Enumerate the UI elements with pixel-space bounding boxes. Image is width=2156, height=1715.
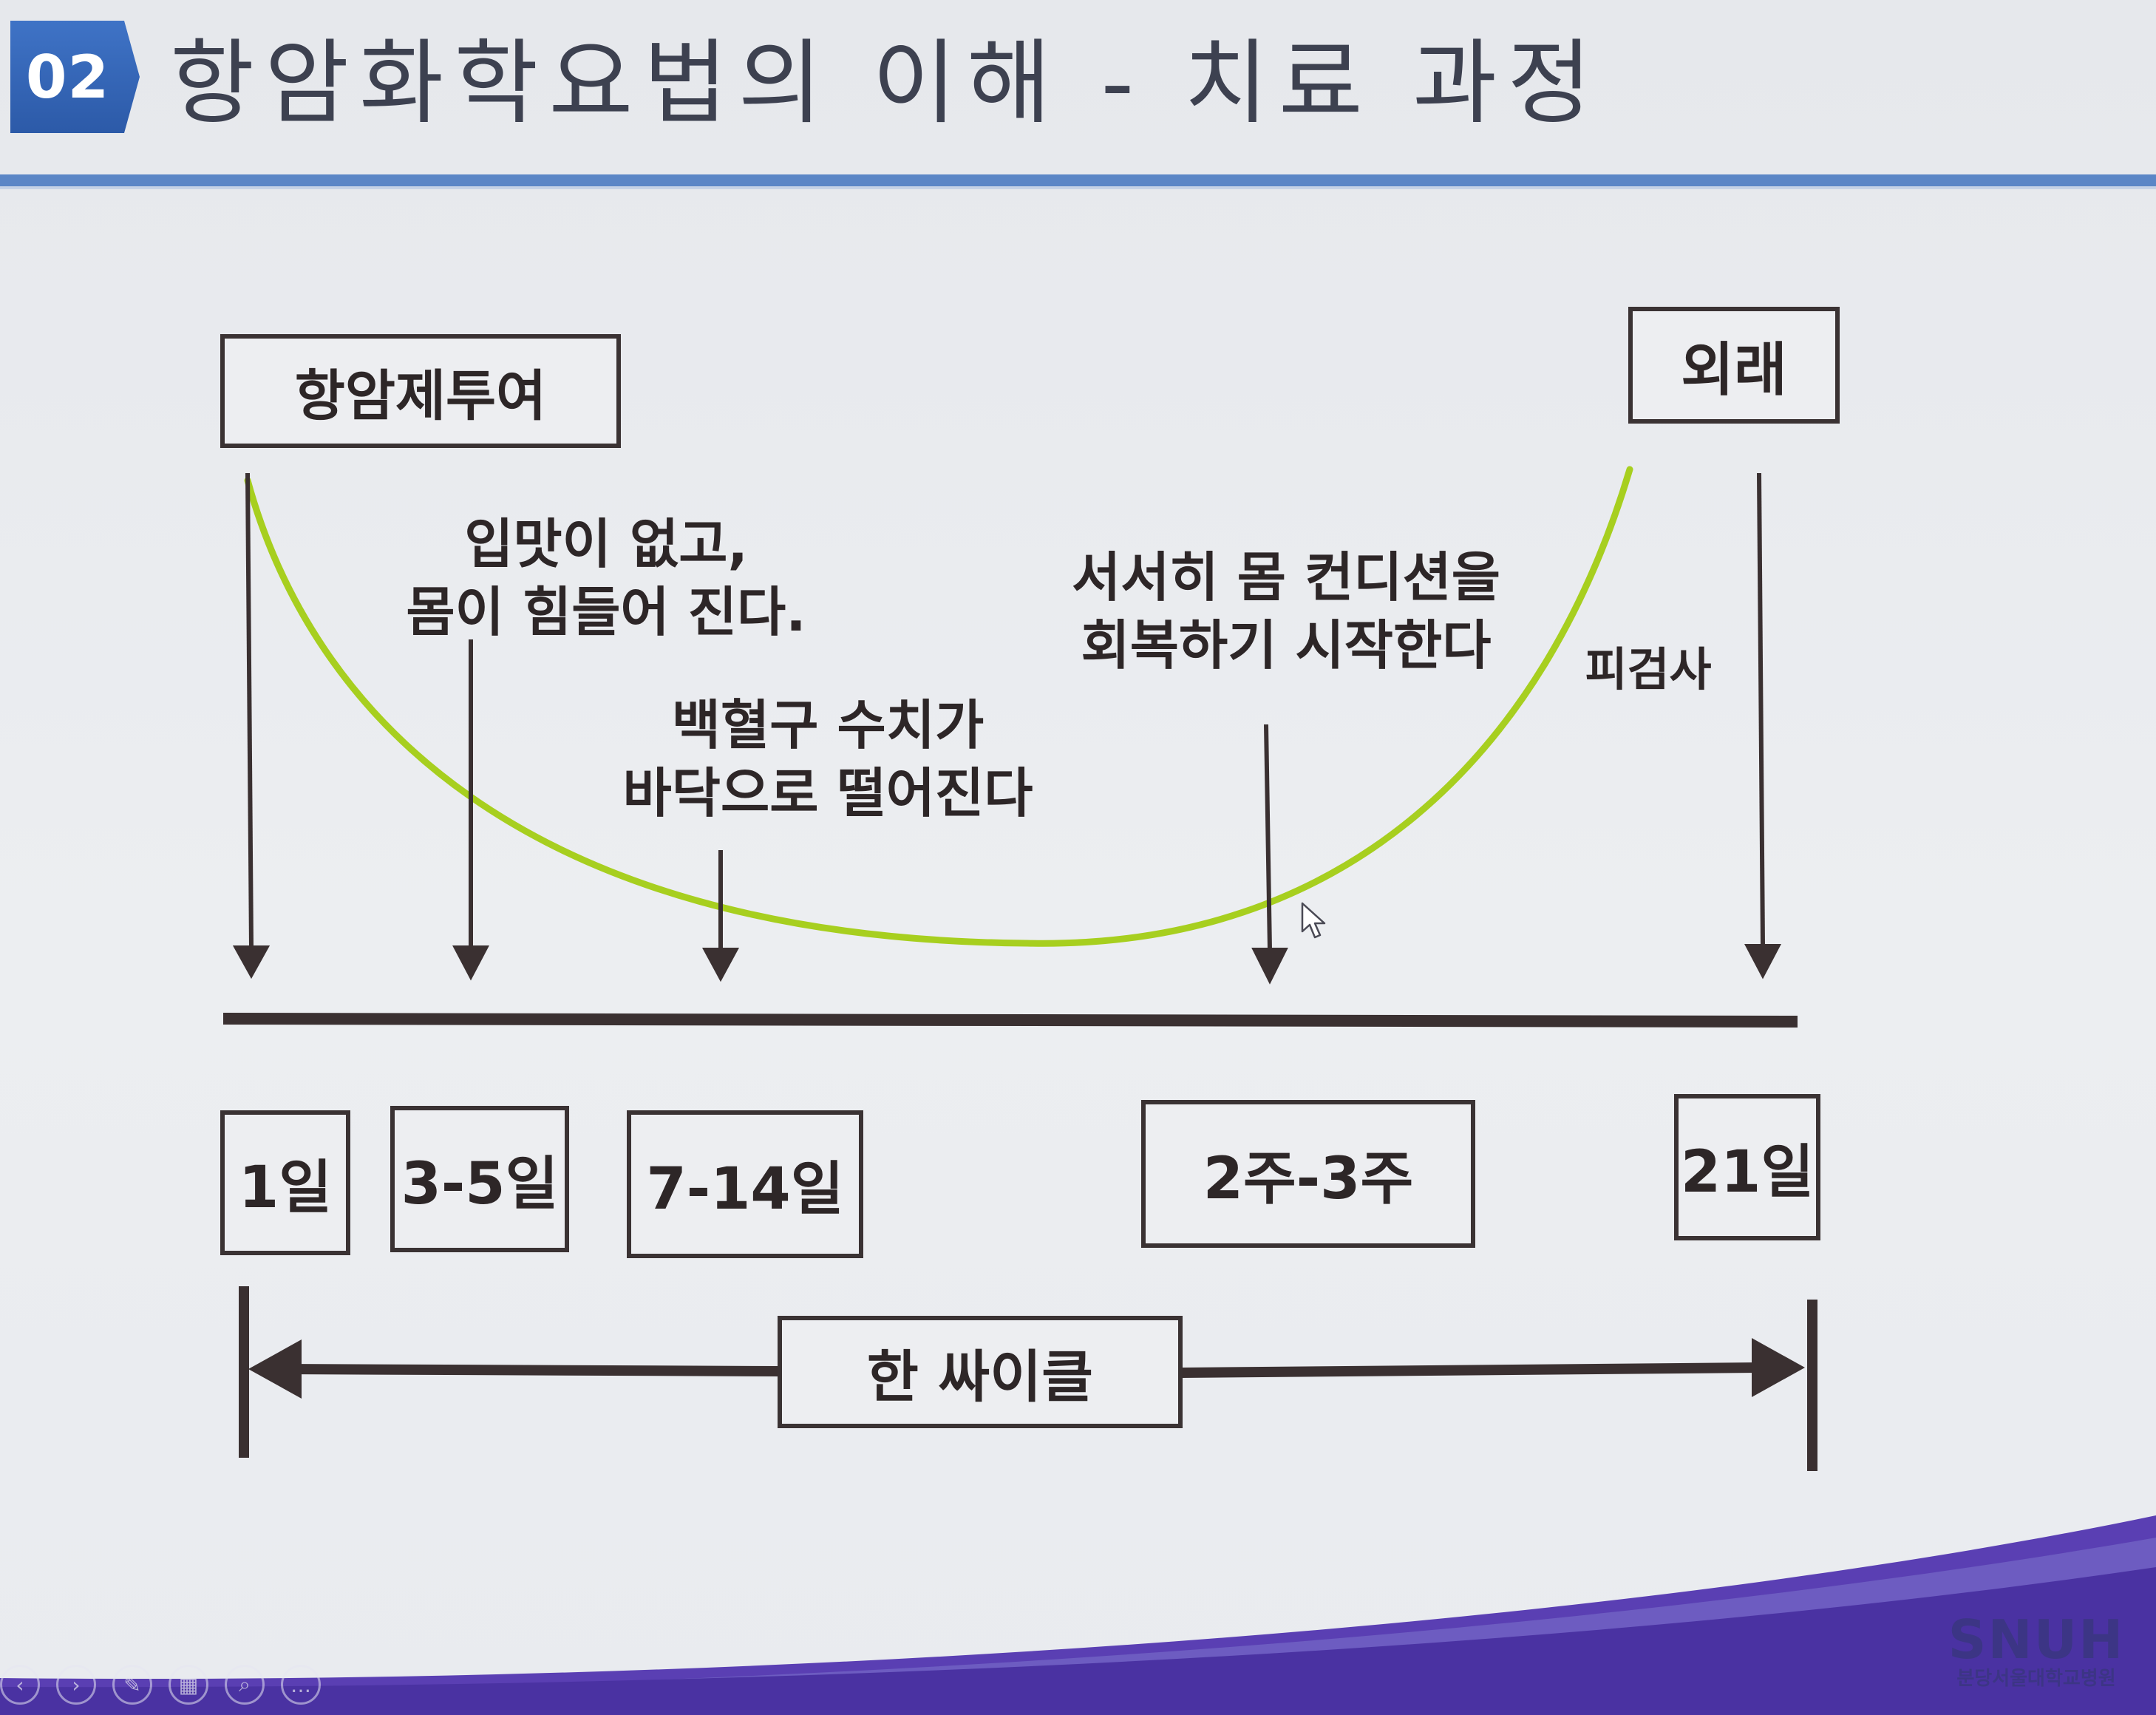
note-recovery-line2: 회복하기 시작한다 <box>1081 614 1492 676</box>
slide-header: 02 항암화학요법의 이해 - 치료 과정 <box>0 0 2156 192</box>
note-recovery: 서서히 몸 컨디션을 회복하기 시작한다 <box>1050 543 1523 679</box>
section-number: 02 <box>25 42 110 112</box>
outpatient-label: 외래 <box>1681 337 1787 404</box>
zoom-icon[interactable]: ⌕ <box>225 1665 265 1705</box>
cycle-arrowhead-left <box>248 1339 302 1399</box>
note-appetite: 입맛이 없고, 몸이 힘들어 진다. <box>399 510 813 646</box>
mouse-cursor-icon <box>1301 902 1326 939</box>
condition-curve <box>244 466 1633 947</box>
arrow-day1 <box>245 472 254 948</box>
day-box-week2-3: 2주-3주 <box>1141 1100 1475 1248</box>
note-wbc-line2: 바닥으로 떨어진다 <box>622 762 1033 824</box>
arrow-week2-3 <box>1264 724 1272 951</box>
timeline-baseline <box>222 1013 1798 1028</box>
slideshow-toolbar: ‹ › ✎ ▦ ⌕ … <box>0 1665 321 1709</box>
prev-slide-icon[interactable]: ‹ <box>0 1665 40 1705</box>
note-blood-test: 피검사 <box>1574 636 1722 704</box>
chemo-start-box: 항암제투여 <box>220 334 621 448</box>
day-box-21: 21일 <box>1674 1094 1820 1240</box>
note-recovery-line1: 서서히 몸 컨디션을 <box>1071 546 1501 608</box>
day-box-1: 1일 <box>220 1110 350 1255</box>
note-appetite-line1: 입맛이 없고, <box>464 513 748 575</box>
pen-icon[interactable]: ✎ <box>112 1665 152 1705</box>
note-appetite-line2: 몸이 힘들어 진다. <box>406 581 806 643</box>
next-slide-icon[interactable]: › <box>56 1665 96 1705</box>
arrowhead-day7-14 <box>701 948 740 982</box>
day-box-3-5: 3-5일 <box>390 1106 569 1252</box>
arrowhead-day1 <box>232 945 271 979</box>
slide-title: 항암화학요법의 이해 - 치료 과정 <box>170 30 1602 137</box>
header-divider-shadow <box>0 186 2156 189</box>
more-options-icon[interactable]: … <box>281 1665 321 1705</box>
hospital-logo: SNUH 분당서울대학교병원 <box>1936 1612 2136 1693</box>
logo-subtitle: 분당서울대학교병원 <box>1956 1668 2116 1690</box>
day-label-21: 21일 <box>1680 1139 1815 1206</box>
slides-grid-icon[interactable]: ▦ <box>169 1665 208 1705</box>
footer-wave <box>0 1515 2156 1715</box>
arrowhead-week2-3 <box>1251 948 1288 985</box>
outpatient-box: 외래 <box>1628 307 1840 424</box>
cycle-box: 한 싸이클 <box>778 1316 1183 1428</box>
logo-mark: SNUH <box>1948 1609 2125 1671</box>
note-wbc-line1: 백혈구 수치가 <box>671 694 985 756</box>
chemo-start-label: 항암제투여 <box>294 364 547 428</box>
day-label-week2-3: 2주-3주 <box>1203 1146 1414 1212</box>
day-label-3-5: 3-5일 <box>401 1151 559 1218</box>
arrowhead-day21 <box>1744 944 1781 979</box>
cycle-span-left <box>280 1364 781 1376</box>
cycle-label: 한 싸이클 <box>866 1344 1094 1410</box>
note-wbc: 백혈구 수치가 바닥으로 떨어진다 <box>606 691 1050 827</box>
arrowhead-day3-5 <box>452 945 489 981</box>
day-label-7-14: 7-14일 <box>646 1156 844 1223</box>
header-divider <box>0 174 2156 186</box>
day-label-1: 1일 <box>238 1155 333 1221</box>
day-box-7-14: 7-14일 <box>627 1110 863 1258</box>
cycle-span-right <box>1180 1362 1760 1378</box>
section-badge: 02 <box>10 21 140 133</box>
cycle-arrowhead-right <box>1752 1338 1805 1397</box>
arrow-day21 <box>1757 472 1765 947</box>
note-blood-test-text: 피검사 <box>1585 642 1712 696</box>
